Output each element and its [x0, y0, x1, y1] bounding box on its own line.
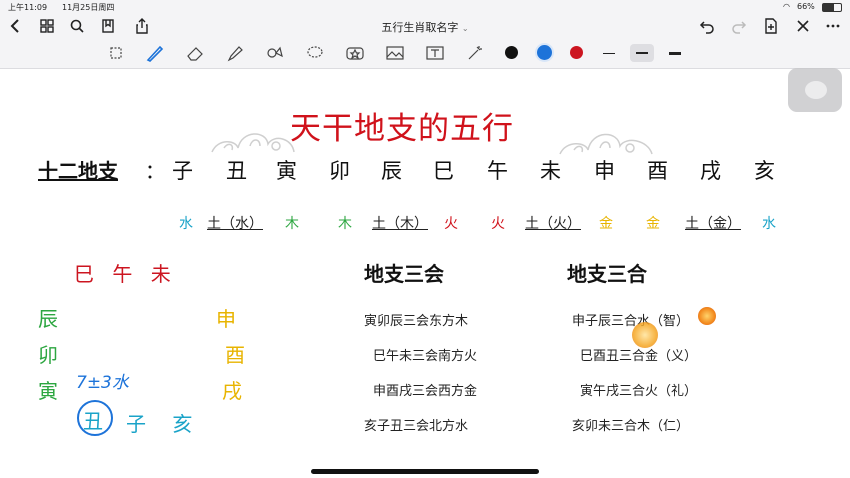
color-black-swatch[interactable] [505, 46, 518, 59]
branch-1: 子 [172, 159, 193, 183]
diagram-right-2: 酉 [225, 343, 245, 367]
branch-2: 丑 [226, 159, 247, 183]
chevron-down-icon: ⌄ [461, 24, 469, 33]
battery-icon [822, 3, 842, 12]
floating-action-button[interactable] [788, 68, 842, 112]
home-indicator[interactable] [311, 469, 539, 474]
highlighter-icon[interactable] [224, 43, 246, 63]
element-2: 土（水） [207, 216, 263, 232]
more-icon[interactable] [824, 17, 842, 35]
cloud-decoration-left-icon [211, 133, 295, 153]
lasso-select-icon[interactable] [105, 43, 127, 63]
branch-12: 亥 [754, 159, 775, 183]
circled-highlight [77, 400, 113, 436]
sanhe-item: 亥卯未三合木（仁） [572, 419, 690, 434]
image-icon[interactable] [384, 43, 406, 63]
pen-icon[interactable] [144, 43, 166, 63]
lantern-icon [698, 307, 716, 325]
sanhe-item: 申子辰三合水（智） [572, 314, 690, 329]
undo-icon[interactable] [698, 17, 716, 35]
branch-5: 辰 [381, 159, 402, 183]
close-icon[interactable] [794, 17, 812, 35]
redo-icon[interactable] [730, 17, 748, 35]
diagram-bottom-circled: 丑 [83, 409, 103, 433]
sanhe-heading: 地支三合 [567, 262, 647, 286]
sanhui-item: 亥子丑三会北方水 [364, 419, 469, 434]
handwritten-note: 7±3水 [76, 373, 129, 393]
top-toolbar: 上午11:09 11月25日周四 ◠ 66% 五行生肖取名字 ⌄ [0, 0, 850, 69]
page-title: 天干地支的五行 [290, 111, 514, 147]
element-11: 土（金） [685, 216, 741, 232]
stroke-thin-button[interactable] [597, 44, 621, 62]
laser-pointer-icon[interactable] [464, 43, 486, 63]
wifi-icon: ◠ [783, 2, 790, 11]
branch-4: 卯 [329, 159, 350, 183]
status-date: 11月25日周四 [62, 3, 115, 12]
sanhui-heading: 地支三会 [364, 262, 444, 286]
element-12: 水 [762, 216, 776, 232]
shapes-icon[interactable] [264, 43, 286, 63]
bookmark-icon[interactable] [99, 17, 117, 35]
branches-label: 十二地支 [38, 159, 118, 183]
sticker-icon[interactable] [344, 43, 366, 63]
lantern-icon [632, 322, 658, 348]
note-page[interactable] [0, 69, 850, 467]
sanhui-item: 申酉戌三会西方金 [373, 384, 478, 399]
element-8: 土（火） [525, 216, 581, 232]
sanhui-item: 寅卯辰三会东方木 [364, 314, 469, 329]
branch-8: 未 [540, 159, 561, 183]
branch-10: 酉 [647, 159, 668, 183]
element-1: 水 [179, 216, 193, 232]
lasso-icon[interactable] [304, 43, 326, 63]
status-battery: 66% [797, 2, 815, 11]
document-title[interactable]: 五行生肖取名字 ⌄ [381, 21, 469, 34]
branch-6: 巳 [433, 159, 454, 183]
branches-colon: ： [145, 159, 165, 183]
share-icon[interactable] [133, 17, 151, 35]
diagram-right-1: 申 [216, 307, 236, 331]
diagram-left-1: 辰 [38, 307, 58, 331]
element-4: 木 [338, 216, 352, 232]
element-6: 火 [444, 216, 458, 232]
diagram-top: 巳 午 未 [74, 262, 177, 286]
sanhe-item: 巳酉丑三合金（义） [580, 349, 698, 364]
diagram-bottom-rest: 子 亥 [126, 412, 203, 436]
stroke-thick-button[interactable] [663, 44, 687, 62]
grid-icon[interactable] [38, 17, 56, 35]
sanhe-item: 寅午戌三合火（礼） [580, 384, 698, 399]
sanhui-item: 巳午未三会南方火 [373, 349, 478, 364]
branch-9: 申 [594, 159, 615, 183]
diagram-left-2: 卯 [38, 343, 58, 367]
cloud-decoration-right-icon [559, 133, 653, 155]
diagram-right-3: 戌 [222, 379, 242, 403]
add-page-icon[interactable] [762, 17, 780, 35]
eraser-icon[interactable] [184, 43, 206, 63]
branch-11: 戌 [700, 159, 721, 183]
element-5: 土（木） [372, 216, 428, 232]
element-9: 金 [599, 216, 613, 232]
stroke-medium-button[interactable] [630, 44, 654, 62]
color-blue-swatch[interactable] [537, 45, 552, 60]
element-7: 火 [491, 216, 505, 232]
diagram-left-3: 寅 [38, 379, 58, 403]
status-time: 上午11:09 [8, 3, 48, 12]
search-icon[interactable] [68, 17, 86, 35]
element-10: 金 [646, 216, 660, 232]
element-3: 木 [285, 216, 299, 232]
branch-3: 寅 [276, 159, 297, 183]
chevron-left-icon[interactable] [7, 17, 25, 35]
color-red-swatch[interactable] [570, 46, 583, 59]
text-box-icon[interactable] [424, 43, 446, 63]
branch-7: 午 [487, 159, 508, 183]
